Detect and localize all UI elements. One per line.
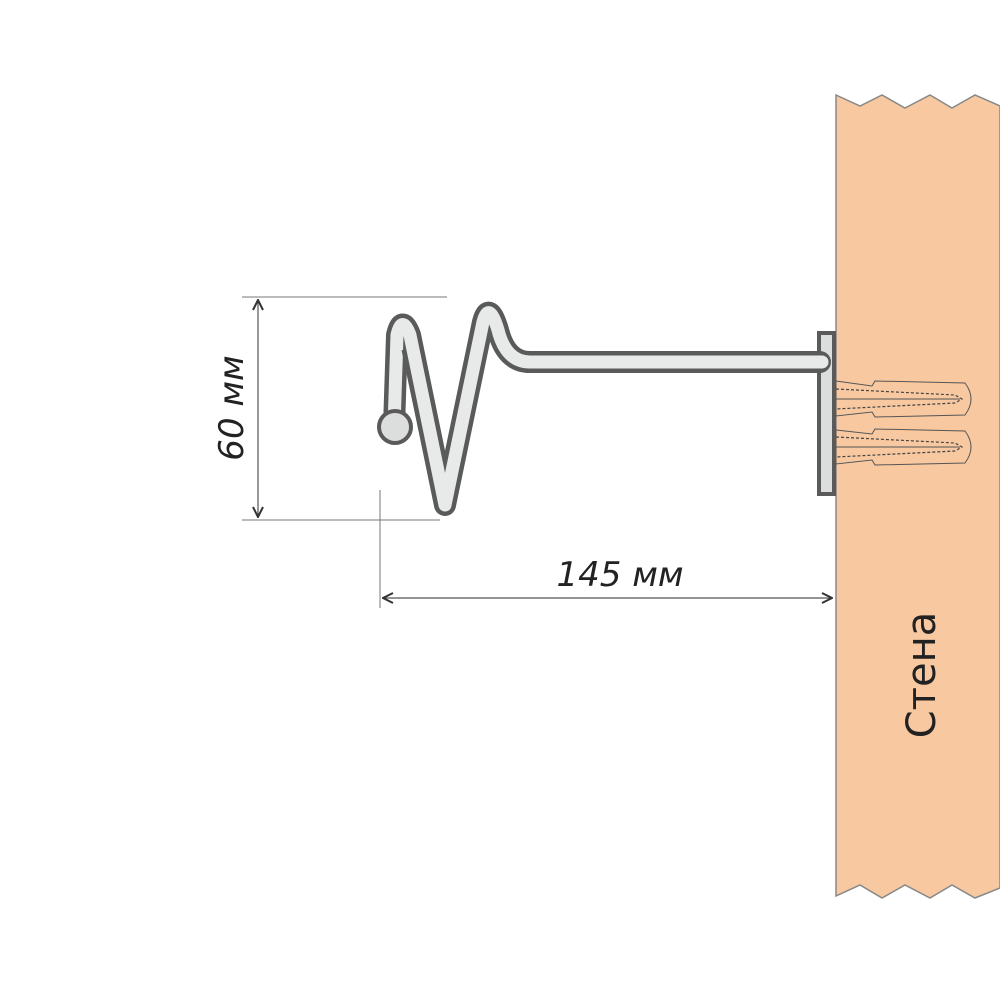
- height-dimension: [242, 296, 447, 521]
- mounting-plate: [817, 331, 836, 496]
- dowel-screw-top: [818, 380, 972, 418]
- wall-label: Стена: [899, 612, 945, 739]
- length-dimension-label: 145 мм: [556, 555, 683, 595]
- height-dimension-label: 60 мм: [212, 355, 252, 460]
- hook-end-ball: [377, 409, 413, 445]
- dowel-screw-bottom: [818, 428, 972, 466]
- length-dimension: [379, 490, 832, 608]
- hook: [377, 301, 831, 516]
- wall: [835, 93, 1000, 899]
